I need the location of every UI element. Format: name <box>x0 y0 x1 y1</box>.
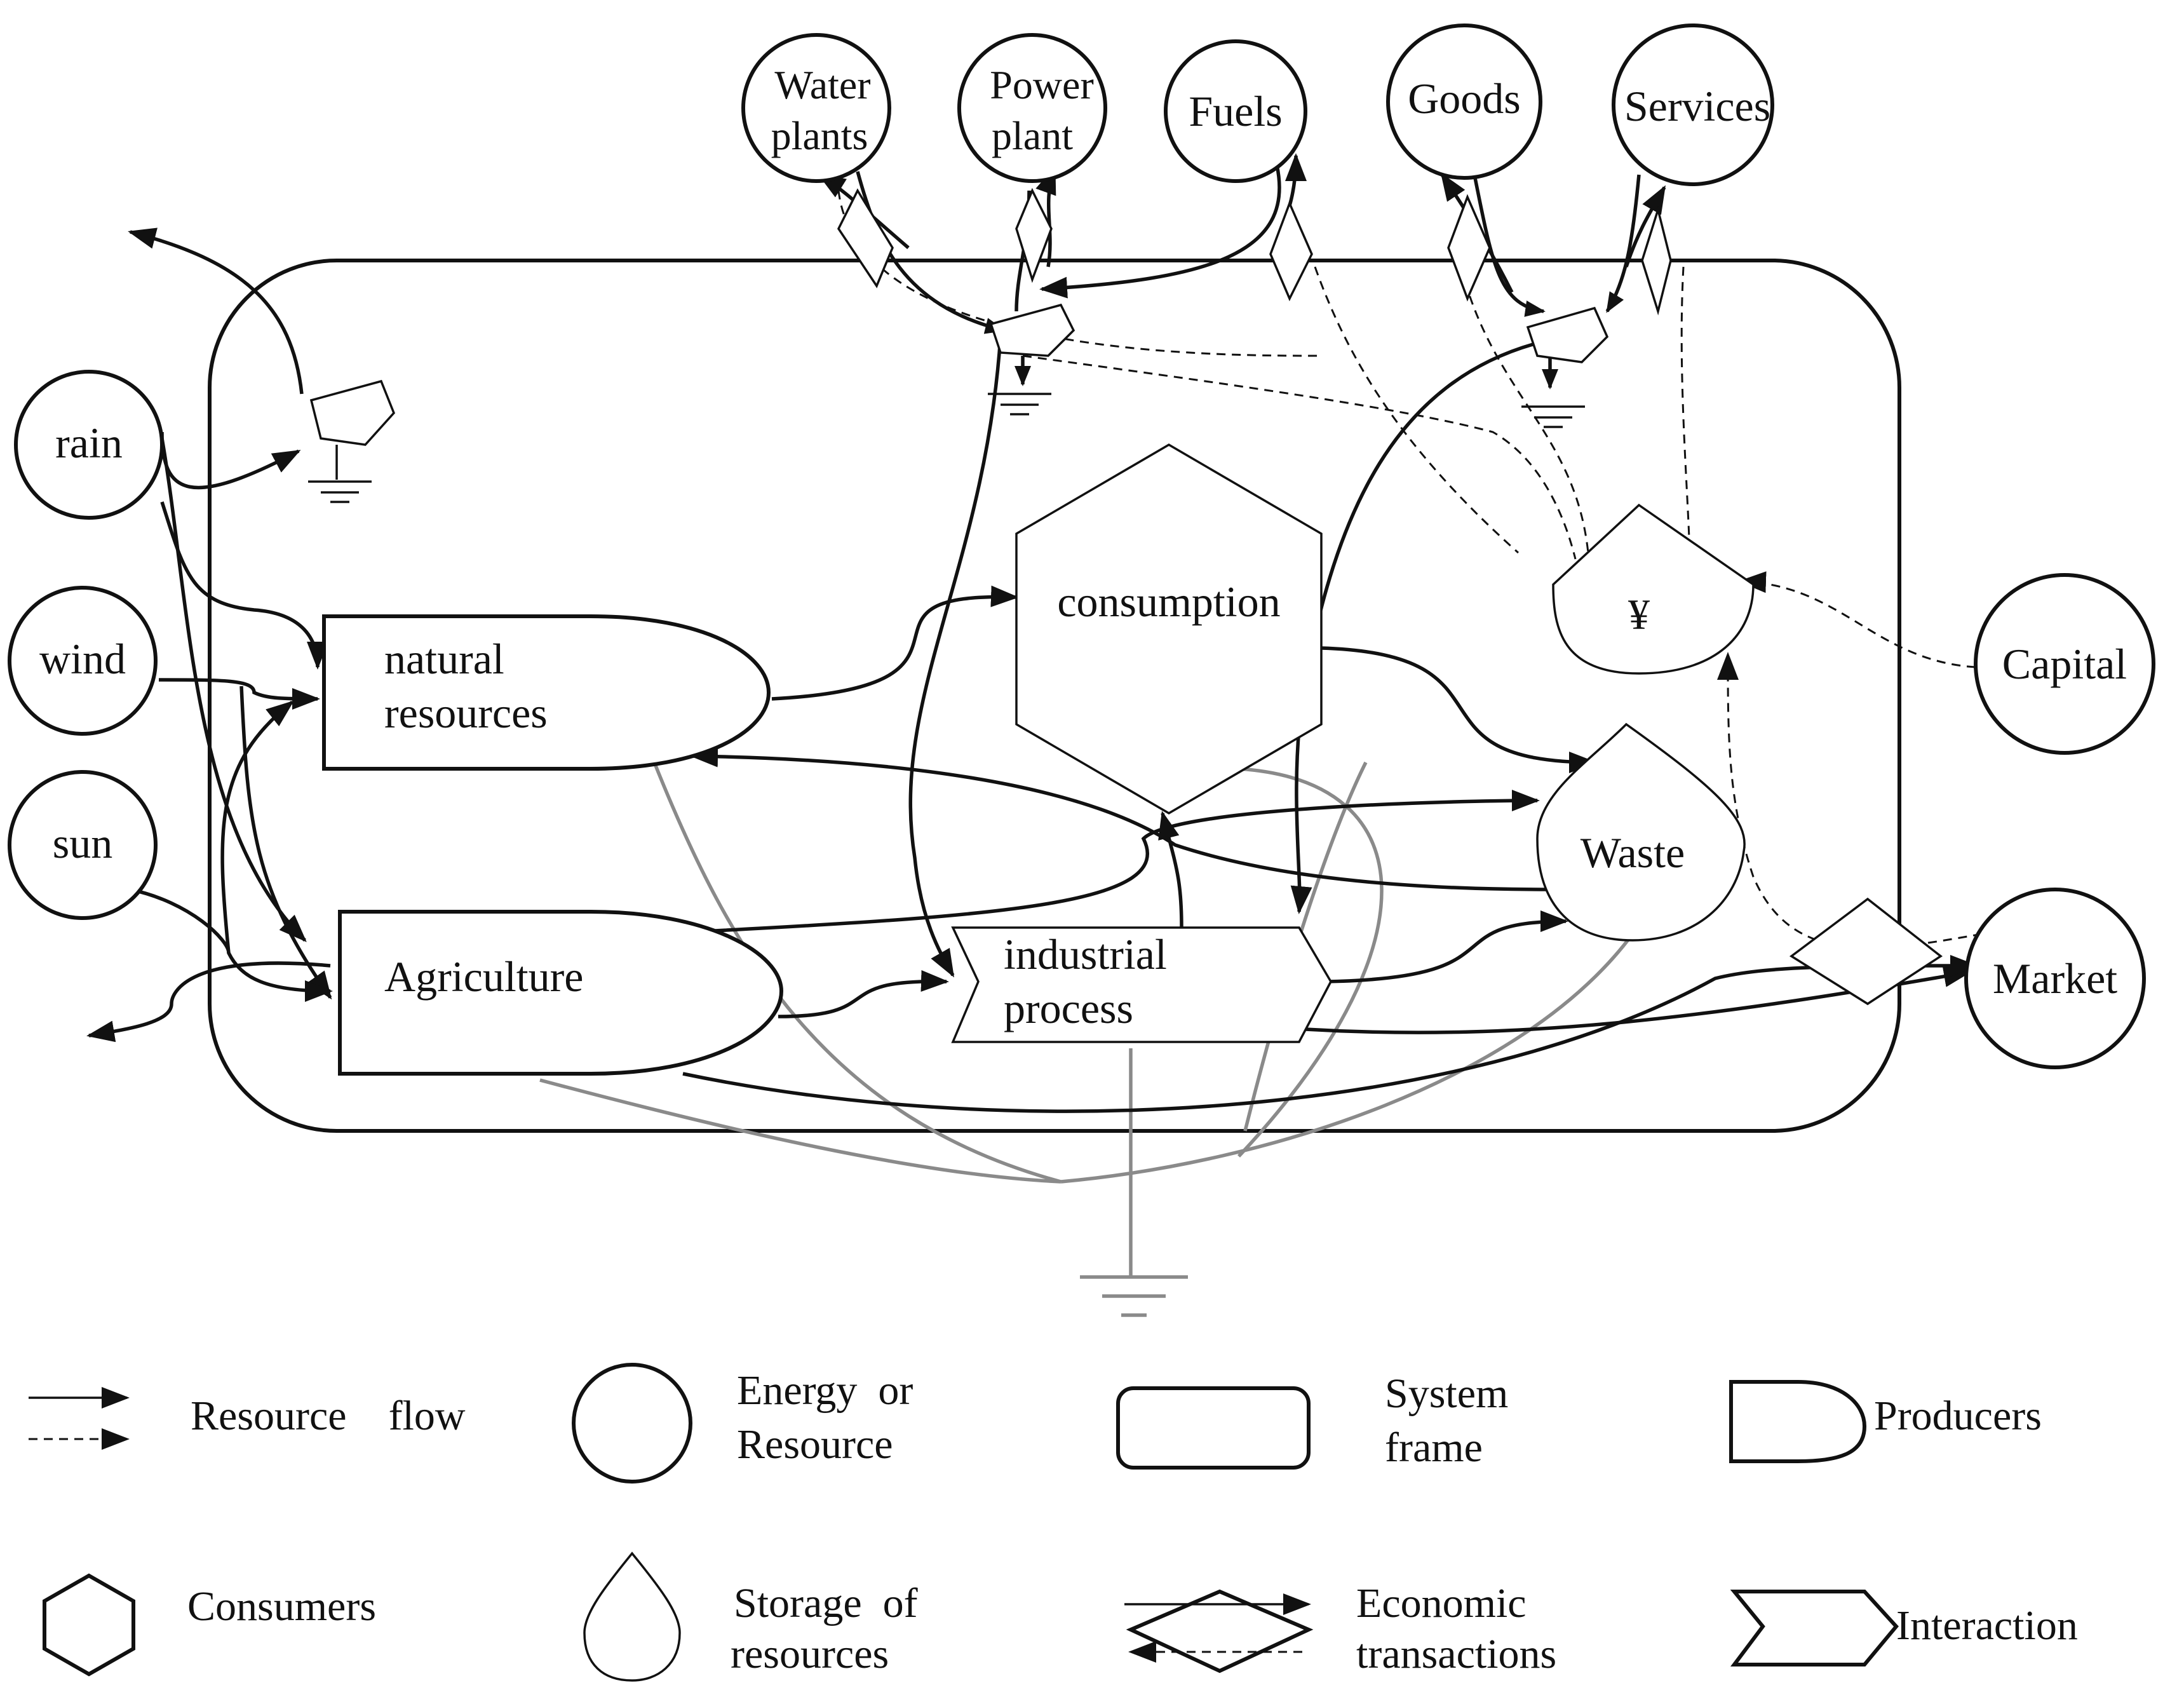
water-plants-label-1: Water <box>774 62 870 107</box>
node-natural-resources: natural resources <box>322 614 771 771</box>
node-money-storage: ¥ <box>1552 503 1755 675</box>
legend-system-frame: System frame <box>1116 1370 1508 1471</box>
industrial-label-2: process <box>1004 984 1133 1032</box>
source-rain: rain <box>14 370 164 520</box>
node-consumption: consumption <box>1015 443 1323 815</box>
legend-consumers-label: Consumers <box>187 1583 376 1630</box>
legend-energy-resource: Energy or Resource <box>572 1363 913 1484</box>
legend-interaction: Interaction <box>1730 1590 2078 1666</box>
legend-energy-label-2: Resource <box>737 1421 893 1468</box>
services-label: Services <box>1624 82 1770 130</box>
transaction-diamonds-top <box>837 187 1672 316</box>
fuels-label: Fuels <box>1189 87 1282 135</box>
node-industrial-process: industrial process <box>951 926 1333 1043</box>
node-agriculture: Agriculture <box>338 910 784 1076</box>
goods-interaction-icon <box>1526 306 1609 363</box>
heat-sink-lines <box>539 761 1635 1277</box>
source-wind: wind <box>8 586 158 736</box>
waste-label: Waste <box>1581 828 1685 877</box>
power-interaction-icon <box>989 303 1075 357</box>
wind-label: wind <box>39 635 126 683</box>
system-frame <box>208 259 1901 1133</box>
heat-sink-rain <box>308 445 372 503</box>
yen-symbol: ¥ <box>1628 590 1650 639</box>
power-plant-label-1: Power <box>990 62 1094 107</box>
legend-economic: Economic transactions <box>1124 1580 1556 1677</box>
natural-resources-label-1: natural <box>384 635 504 683</box>
source-goods: Goods <box>1386 24 1542 180</box>
power-plant-label-2: plant <box>992 113 1073 158</box>
capital-label: Capital <box>2002 640 2127 688</box>
legend-storage: Storage of resources <box>583 1551 918 1682</box>
legend-consumers: Consumers <box>43 1573 376 1677</box>
goods-label: Goods <box>1408 74 1521 123</box>
consumption-label: consumption <box>1057 578 1280 626</box>
sun-label: sun <box>53 819 112 867</box>
rain-interaction-icon <box>309 379 396 446</box>
industrial-label-1: industrial <box>1004 930 1167 978</box>
source-sun: sun <box>8 770 158 920</box>
sink-interactions <box>309 303 1609 446</box>
legend-storage-label-1: Storage of <box>734 1580 918 1626</box>
money-flows <box>837 190 1983 949</box>
agriculture-label: Agriculture <box>384 952 583 1001</box>
bottom-heat-sink <box>1080 1275 1188 1317</box>
legend-resource-flow: Resource flow <box>29 1387 466 1450</box>
market-label: Market <box>1993 954 2117 1003</box>
legend-producers: Producers <box>1729 1380 2042 1463</box>
rain-label: rain <box>55 419 123 467</box>
source-capital: Capital <box>1974 573 2155 755</box>
node-waste: Waste <box>1536 722 1746 942</box>
heat-sink-power <box>988 393 1051 416</box>
heat-sink-goods <box>1521 405 1585 428</box>
market-transaction-diamond <box>1789 897 1943 1006</box>
legend-economic-label-2: transactions <box>1356 1631 1556 1677</box>
legend-resource-flow-label: Resource flow <box>191 1393 466 1439</box>
source-services: Services <box>1612 24 1774 186</box>
source-fuels: Fuels <box>1164 39 1307 183</box>
source-water-plants: Water plants <box>741 33 891 183</box>
legend-storage-label-2: resources <box>731 1631 889 1677</box>
legend-energy-label-1: Energy or <box>737 1367 913 1414</box>
legend: Resource flow Energy or Resource System … <box>29 1363 2078 1682</box>
legend-producers-label: Producers <box>1874 1393 2042 1439</box>
legend-interaction-label: Interaction <box>1896 1602 2078 1649</box>
legend-system-label-2: frame <box>1385 1424 1483 1471</box>
natural-resources-label-2: resources <box>384 689 548 737</box>
legend-economic-label-1: Economic <box>1356 1580 1527 1626</box>
source-market: Market <box>1964 888 2146 1069</box>
water-plants-label-2: plants <box>771 113 868 158</box>
legend-system-label-1: System <box>1385 1370 1508 1417</box>
source-power-plant: Power plant <box>957 33 1107 183</box>
